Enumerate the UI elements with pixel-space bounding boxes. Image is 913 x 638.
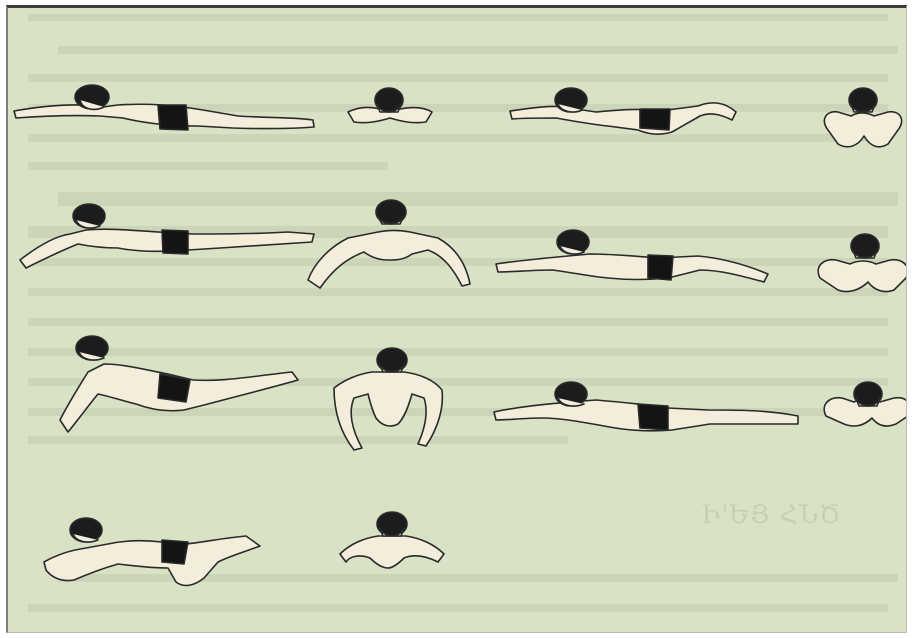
swimmer-side-stretch-icon	[494, 382, 798, 431]
swimmer-front-hands-icon	[340, 512, 444, 568]
swimmer-front-pull-icon	[308, 200, 470, 288]
swimmer-front-glide-icon	[348, 88, 432, 123]
swimmer-front-breath-icon	[824, 382, 907, 426]
swimmer-side-kick-icon	[20, 204, 314, 268]
swimmer-side-reach-icon	[496, 230, 768, 282]
swimmer-front-arms-icon	[334, 348, 442, 450]
swimmer-front-tuck-icon	[818, 234, 907, 292]
swimmer-side-stroke-icon	[510, 88, 736, 134]
swimmer-side-prone-icon	[44, 518, 260, 585]
illustration-plate: Ի'ԵՅ ՀՆԾ	[6, 5, 907, 633]
swimmer-side-pull-icon	[60, 336, 298, 432]
swimming-figures	[8, 8, 907, 633]
swimmer-side-glide-icon	[14, 85, 314, 130]
swimmer-front-stroke-icon	[824, 88, 901, 147]
